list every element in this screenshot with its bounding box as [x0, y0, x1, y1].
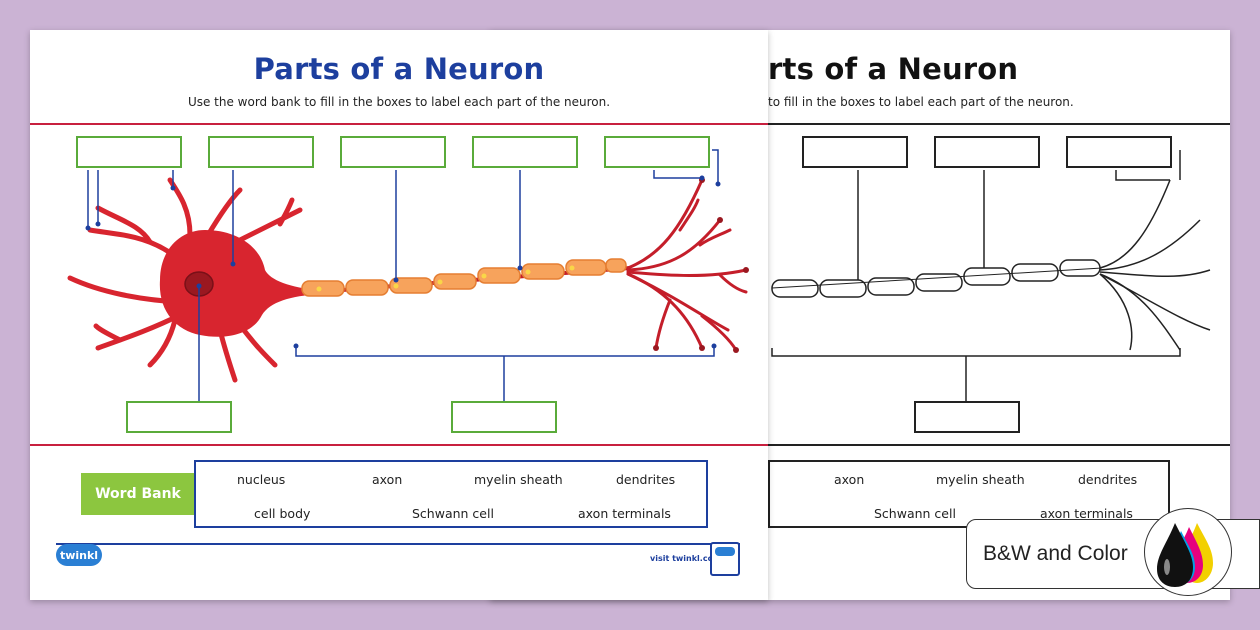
- label-box[interactable]: [472, 136, 578, 168]
- badge-label: B&W and Color: [983, 542, 1128, 565]
- word-bank-word: axon terminals: [1040, 506, 1133, 521]
- word-bank-word: nucleus: [237, 472, 286, 487]
- word-bank: [194, 460, 708, 528]
- word-bank-word: myelin sheath: [474, 472, 563, 487]
- label-box[interactable]: [208, 136, 314, 168]
- label-box[interactable]: [340, 136, 446, 168]
- word-bank-word: Schwann cell: [874, 506, 956, 521]
- label-box[interactable]: [126, 401, 232, 433]
- twinkl-logo: twinkl: [56, 544, 102, 566]
- neuron-diagram: [67, 149, 749, 401]
- footer-rule: [56, 543, 740, 545]
- divider-bottom: [30, 444, 768, 446]
- word-bank-word: axon: [372, 472, 403, 487]
- worksheet-bw-title: rts of a Neuron: [768, 52, 1019, 86]
- word-bank-word: dendrites: [616, 472, 676, 487]
- worksheet-instructions: Use the word bank to fill in the boxes t…: [187, 95, 611, 109]
- word-bank-word: dendrites: [1078, 472, 1138, 487]
- label-box-bw: [802, 136, 908, 168]
- label-box[interactable]: [451, 401, 557, 433]
- label-box-bw: [914, 401, 1020, 433]
- label-box-bw: [934, 136, 1040, 168]
- word-bank-word: cell body: [254, 506, 311, 521]
- word-bank-heading: Word Bank: [81, 473, 195, 515]
- word-bank-word: axon terminals: [578, 506, 671, 521]
- worksheet-color: Parts of a Neuron Use the word bank to f…: [30, 30, 768, 600]
- word-bank-word: myelin sheath: [936, 472, 1025, 487]
- label-box-bw: [1066, 136, 1172, 168]
- worksheet-bw-instructions: to fill in the boxes to label each part …: [768, 95, 1074, 109]
- divider-top: [490, 123, 1230, 125]
- divider-top: [30, 123, 768, 125]
- worksheet-title: Parts of a Neuron: [253, 52, 545, 86]
- word-bank-word: Schwann cell: [412, 506, 494, 521]
- footer-url[interactable]: visit twinkl.com: [650, 554, 722, 563]
- divider-bottom: [490, 444, 1230, 446]
- neuron-outline-diagram: [771, 150, 1211, 401]
- word-bank-word: axon: [834, 472, 865, 487]
- label-box[interactable]: [604, 136, 710, 168]
- quality-stamp-icon: [710, 542, 740, 576]
- ink-drops-icon: [1144, 508, 1232, 596]
- label-box[interactable]: [76, 136, 182, 168]
